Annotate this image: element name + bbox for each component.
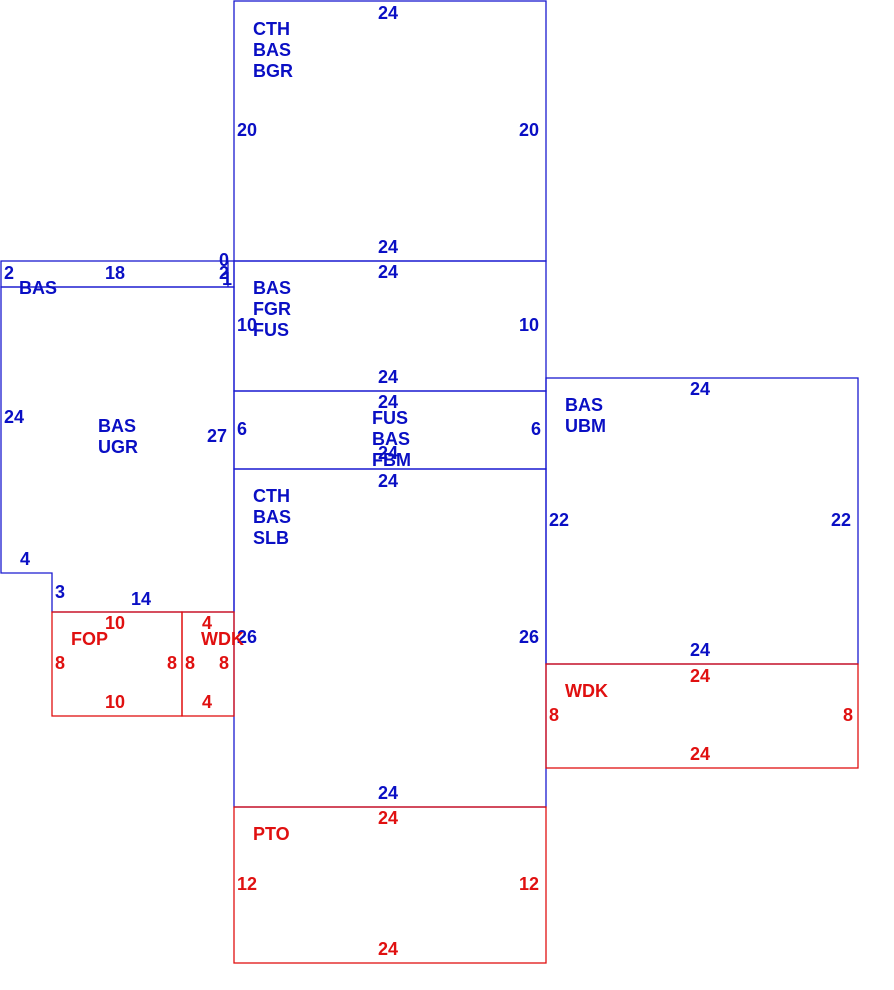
garage-code-2: FGR [253,299,291,319]
right-wing-dim-top: 24 [690,379,710,399]
wdk-right-section: WDK 24 24 8 8 [549,666,853,764]
top-section-dim-left: 20 [237,120,257,140]
main-body-code-1: CTH [253,486,290,506]
wdk-right-dim-bottom: 24 [690,744,710,764]
accessory-outlines [51,611,859,964]
main-body-code-2: BAS [253,507,291,527]
top-section: CTH BAS BGR 24 24 20 20 [237,3,539,257]
wdk-small-dim-top: 4 [202,613,212,633]
right-wing-dim-bottom: 24 [690,640,710,660]
wdk-small-code: WDK [201,629,244,649]
main-body-dim-bottom: 24 [378,783,398,803]
pto-dim-bottom: 24 [378,939,398,959]
right-wing-code-2: UBM [565,416,606,436]
left-wing-dim-notch-h: 4 [20,549,30,569]
middle-strip-dim-top: 24 [378,392,398,412]
top-section-dim-bottom: 24 [378,237,398,257]
wdk-small-dim-left: 8 [185,653,195,673]
left-strip-dim-tiny-a: 0 [219,250,229,270]
top-section-code-1: CTH [253,19,290,39]
left-strip-code: BAS [19,278,57,298]
middle-strip-code-1: FUS [372,408,408,428]
garage-dim-right: 10 [519,315,539,335]
right-wing-dim-right: 22 [831,510,851,530]
pto-outline [233,806,547,964]
left-wing-dim-notch-v: 3 [55,582,65,602]
left-strip-dim-right: 2 [219,263,229,283]
wdk-small-section: WDK 4 4 8 8 [185,613,244,712]
garage-section: BAS FGR FUS 24 24 10 10 [237,262,539,387]
fop-code: FOP [71,629,108,649]
garage-code-3: FUS [253,320,289,340]
wdk-right-outline [545,663,859,769]
garage-dim-bottom: 24 [378,367,398,387]
top-section-code-3: BGR [253,61,293,81]
right-wing-dim-left: 22 [549,510,569,530]
wdk-right-dim-right: 8 [843,705,853,725]
fop-dim-left: 8 [55,653,65,673]
top-section-dim-top: 24 [378,3,398,23]
top-section-code-2: BAS [253,40,291,60]
garage-dim-top: 24 [378,262,398,282]
left-strip-dim-tiny-b: 1 [222,269,232,289]
pto-dim-left: 12 [237,874,257,894]
pto-code: PTO [253,824,290,844]
main-outlines [0,0,859,808]
left-wing-code-2: UGR [98,437,138,457]
left-strip-dim-top: 18 [105,263,125,283]
right-wing-code-1: BAS [565,395,603,415]
middle-strip-section: FUS BAS FBM 24 24 6 6 [237,392,541,470]
left-strip-dim-left: 2 [4,263,14,283]
right-wing-section: BAS UBM 24 24 22 22 [549,379,851,660]
middle-strip-dim-bottom: 24 [378,443,398,463]
left-wing-section: BAS UGR 24 27 4 3 14 [4,407,227,609]
wdk-right-code: WDK [565,681,608,701]
fop-dim-top: 10 [105,613,125,633]
middle-strip-code-3: FBM [372,450,411,470]
left-wing-dim-left: 24 [4,407,24,427]
top-section-dim-right: 20 [519,120,539,140]
fop-dim-bottom: 10 [105,692,125,712]
left-wing-dim-right: 27 [207,426,227,446]
left-wing-dim-bottom: 14 [131,589,151,609]
middle-strip-dim-left: 6 [237,419,247,439]
wdk-small-dim-right: 8 [219,653,229,673]
main-body-code-3: SLB [253,528,289,548]
wdk-small-outline [181,611,235,717]
main-body-dim-left: 26 [237,627,257,647]
fop-section: FOP 10 10 8 8 [55,613,177,712]
main-body-dim-right: 26 [519,627,539,647]
fop-dim-right: 8 [167,653,177,673]
main-body-section: CTH BAS SLB 24 24 26 26 [237,471,539,803]
wdk-right-dim-left: 8 [549,705,559,725]
main-body-dim-top: 24 [378,471,398,491]
pto-dim-right: 12 [519,874,539,894]
left-strip-outline [0,260,235,288]
pto-section: PTO 24 24 12 12 [237,808,539,959]
middle-strip-code-2: BAS [372,429,410,449]
wdk-small-dim-bottom: 4 [202,692,212,712]
wdk-right-dim-top: 24 [690,666,710,686]
left-strip-section: BAS 18 2 2 0 1 [4,250,232,298]
left-wing-code-1: BAS [98,416,136,436]
garage-dim-left: 10 [237,315,257,335]
middle-strip-dim-right: 6 [531,419,541,439]
pto-dim-top: 24 [378,808,398,828]
garage-code-1: BAS [253,278,291,298]
